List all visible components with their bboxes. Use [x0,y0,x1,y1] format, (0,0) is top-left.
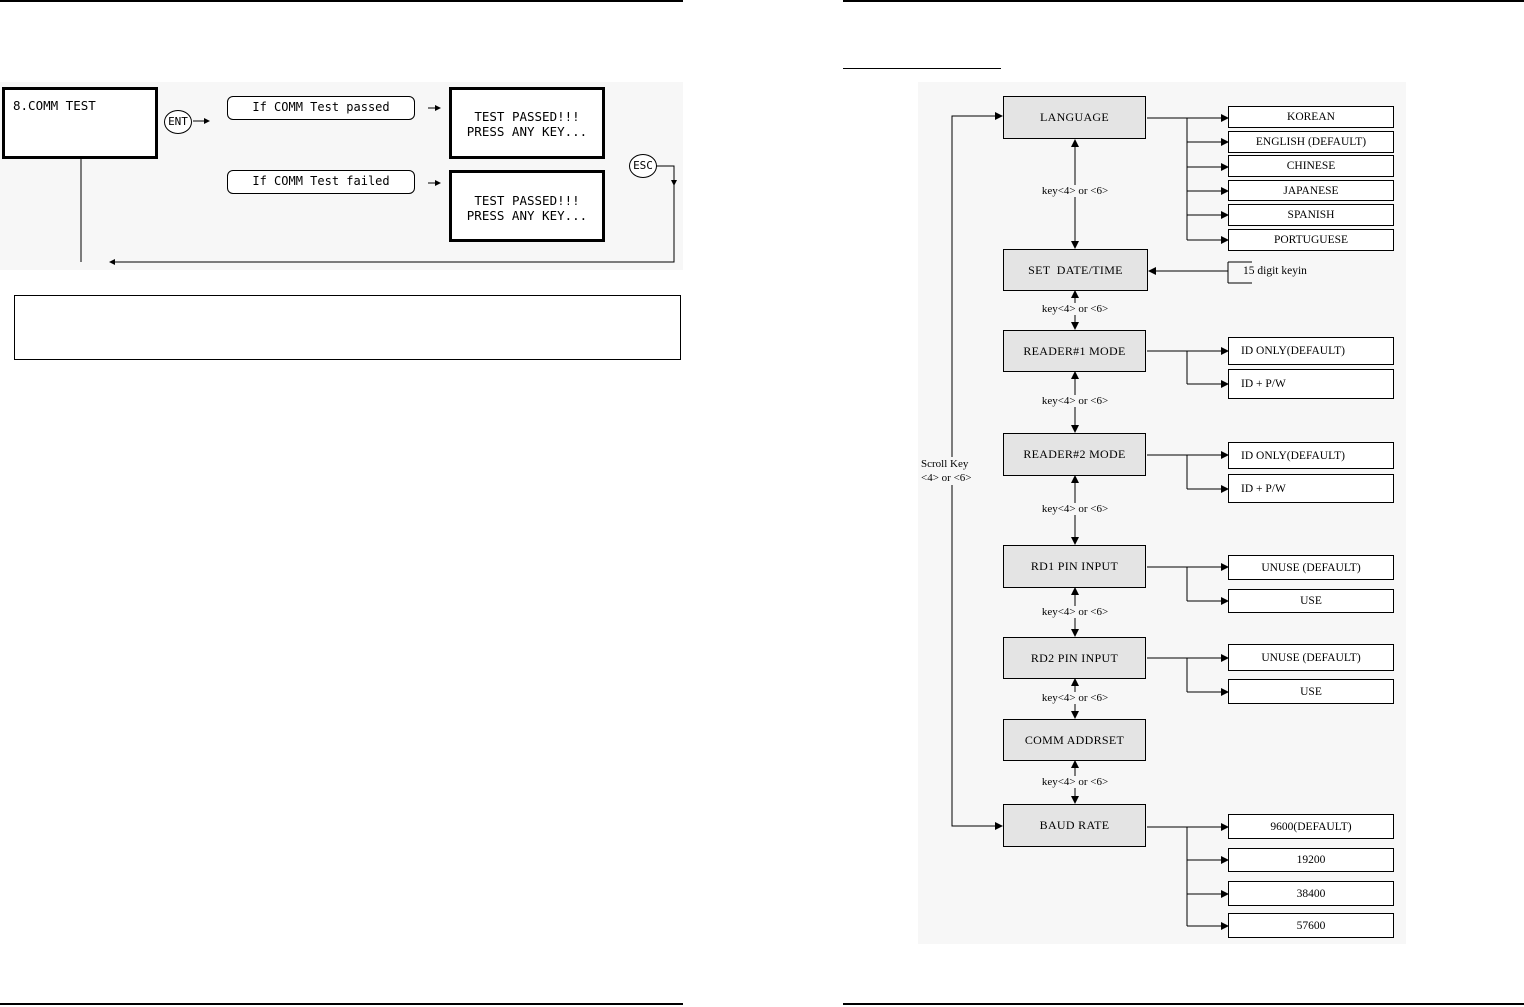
option-reader1-id-only[interactable]: ID ONLY(DEFAULT) [1228,337,1394,365]
option-reader1-id-pw[interactable]: ID + P/W [1228,369,1394,399]
fail-screen-line-1: TEST PASSED!!! [474,193,580,208]
scroll-key-label: Scroll Key <4> or <6> [921,457,972,485]
lcd-menu-label: 8.COMM TEST [13,98,96,113]
ent-key[interactable]: ENT [164,110,192,134]
menu-rd1-pin-input[interactable]: RD1 PIN INPUT [1003,545,1146,588]
pass-condition: If COMM Test passed [227,96,415,120]
menu-baud-rate[interactable]: BAUD RATE [1003,804,1146,847]
nav-key-label: key<4> or <6> [1039,776,1111,788]
menu-reader1-mode[interactable]: READER#1 MODE [1003,330,1146,372]
option-rd2-use[interactable]: USE [1228,679,1394,704]
bottom-rule-right [843,1003,1524,1005]
nav-key-label: key<4> or <6> [1039,303,1111,315]
nav-key-label: key<4> or <6> [1039,503,1111,515]
option-japanese[interactable]: JAPANESE [1228,180,1394,201]
option-baud-19200[interactable]: 19200 [1228,848,1394,872]
esc-key[interactable]: ESC [629,154,657,178]
menu-reader2-mode[interactable]: READER#2 MODE [1003,433,1146,476]
menu-comm-addrset[interactable]: COMM ADDRSET [1003,719,1146,761]
menu-set-date-time[interactable]: SET DATE/TIME [1003,249,1148,291]
nav-key-label: key<4> or <6> [1039,692,1111,704]
option-rd1-unuse[interactable]: UNUSE (DEFAULT) [1228,555,1394,580]
comm-test-connectors [80,105,677,265]
option-portuguese[interactable]: PORTUGUESE [1228,229,1394,251]
option-reader2-id-pw[interactable]: ID + P/W [1228,474,1394,503]
nav-key-label: key<4> or <6> [1039,395,1111,407]
nav-key-label: key<4> or <6> [1039,185,1111,197]
top-rule-right [843,0,1524,2]
lcd-pass-screen: TEST PASSED!!! PRESS ANY KEY... [449,87,605,159]
option-english[interactable]: ENGLISH (DEFAULT) [1228,131,1394,153]
fail-screen-line-2: PRESS ANY KEY... [466,208,588,223]
lcd-fail-screen: TEST PASSED!!! PRESS ANY KEY... [449,170,605,242]
option-reader2-id-only[interactable]: ID ONLY(DEFAULT) [1228,442,1394,469]
option-baud-57600[interactable]: 57600 [1228,913,1394,938]
option-baud-9600[interactable]: 9600(DEFAULT) [1228,814,1394,839]
menu-rd2-pin-input[interactable]: RD2 PIN INPUT [1003,637,1146,679]
option-spanish[interactable]: SPANISH [1228,204,1394,226]
pass-screen-line-2: PRESS ANY KEY... [466,124,588,139]
bottom-rule-left [0,1003,683,1005]
pass-screen-line-1: TEST PASSED!!! [474,109,580,124]
section-underline [843,68,1001,69]
fail-condition: If COMM Test failed [227,170,415,194]
date-time-input-label: 15 digit keyin [1243,265,1307,277]
option-baud-38400[interactable]: 38400 [1228,881,1394,906]
option-rd1-use[interactable]: USE [1228,589,1394,613]
option-chinese[interactable]: CHINESE [1228,155,1394,177]
nav-key-label: key<4> or <6> [1039,606,1111,618]
menu-language[interactable]: LANGUAGE [1003,96,1146,139]
top-rule-left [0,0,683,2]
option-korean[interactable]: KOREAN [1228,106,1394,128]
option-rd2-unuse[interactable]: UNUSE (DEFAULT) [1228,644,1394,671]
note-box [14,295,681,360]
lcd-comm-test-menu: 8.COMM TEST [2,87,158,159]
